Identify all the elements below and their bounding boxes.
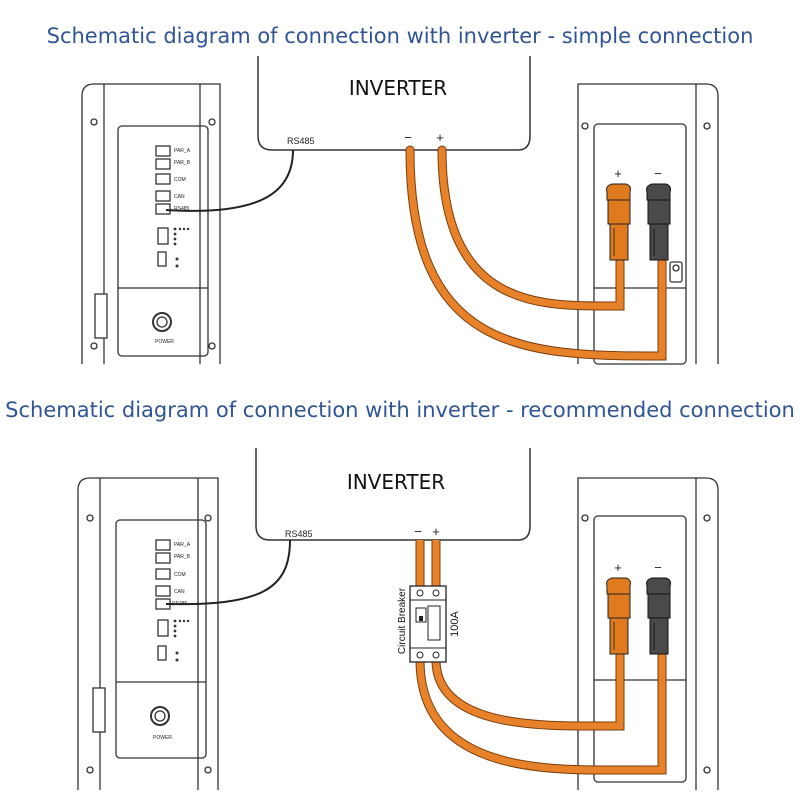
diagram-recommended: PAR_A PAR_B COM CAN RS485 POWER + − INVE…	[77, 448, 719, 790]
inverter-box: INVERTER RS485 − +	[257, 56, 531, 151]
diagram-simple: PAR_A PAR_B COM CAN RS485 POWER + − INVE…	[81, 56, 719, 365]
inverter-plus-label: +	[432, 524, 440, 539]
inverter-label: INVERTER	[347, 470, 445, 494]
status-leds	[173, 619, 190, 662]
inverter-label: INVERTER	[349, 76, 447, 100]
inverter-minus-label: −	[404, 130, 412, 145]
power-button-label: POWER	[153, 735, 172, 741]
inverter-to-breaker-cables	[415, 540, 441, 590]
inverter-box: INVERTER RS485 − +	[255, 448, 531, 541]
port-label-can: CAN	[174, 589, 185, 595]
terminal-plus-label: +	[614, 560, 622, 575]
rs485-cable	[165, 539, 291, 606]
left-battery-cabinet	[81, 83, 221, 364]
breaker-rating: 100A	[449, 610, 461, 636]
breaker-label: Circuit Breaker	[397, 587, 408, 654]
diagram-title-simple: Schematic diagram of connection with inv…	[46, 24, 754, 48]
right-battery-cabinet	[577, 83, 719, 365]
terminal-plus-label: +	[614, 166, 622, 181]
plus-connector	[606, 577, 631, 655]
inverter-rs485-label: RS485	[285, 529, 313, 539]
minus-connector	[646, 577, 671, 655]
status-leds	[173, 227, 190, 268]
port-label-par-b: PAR_B	[174, 160, 191, 166]
inverter-minus-label: −	[414, 524, 422, 539]
port-label-com: COM	[174, 177, 186, 183]
terminal-minus-label: −	[654, 560, 662, 575]
rs485-cable	[165, 149, 294, 212]
port-label-par-a: PAR_A	[174, 148, 191, 154]
power-cables	[405, 145, 667, 361]
port-label-par-b: PAR_B	[174, 554, 191, 560]
diagram-title-recommended: Schematic diagram of connection with inv…	[5, 398, 795, 422]
port-label-par-a: PAR_A	[174, 542, 191, 548]
plus-connector	[606, 183, 631, 261]
breaker-to-battery-cables	[415, 647, 667, 775]
inverter-plus-label: +	[436, 130, 444, 145]
minus-connector	[646, 183, 671, 261]
inverter-rs485-label: RS485	[287, 136, 315, 146]
port-label-com: COM	[174, 572, 186, 578]
port-label-rs485: RS485	[174, 206, 190, 212]
terminal-minus-label: −	[654, 166, 662, 181]
circuit-breaker: Circuit Breaker 100A	[397, 585, 461, 663]
left-battery-cabinet	[77, 477, 219, 790]
right-battery-cabinet	[577, 477, 719, 790]
port-label-can: CAN	[174, 194, 185, 200]
power-button-label: POWER	[155, 339, 174, 345]
